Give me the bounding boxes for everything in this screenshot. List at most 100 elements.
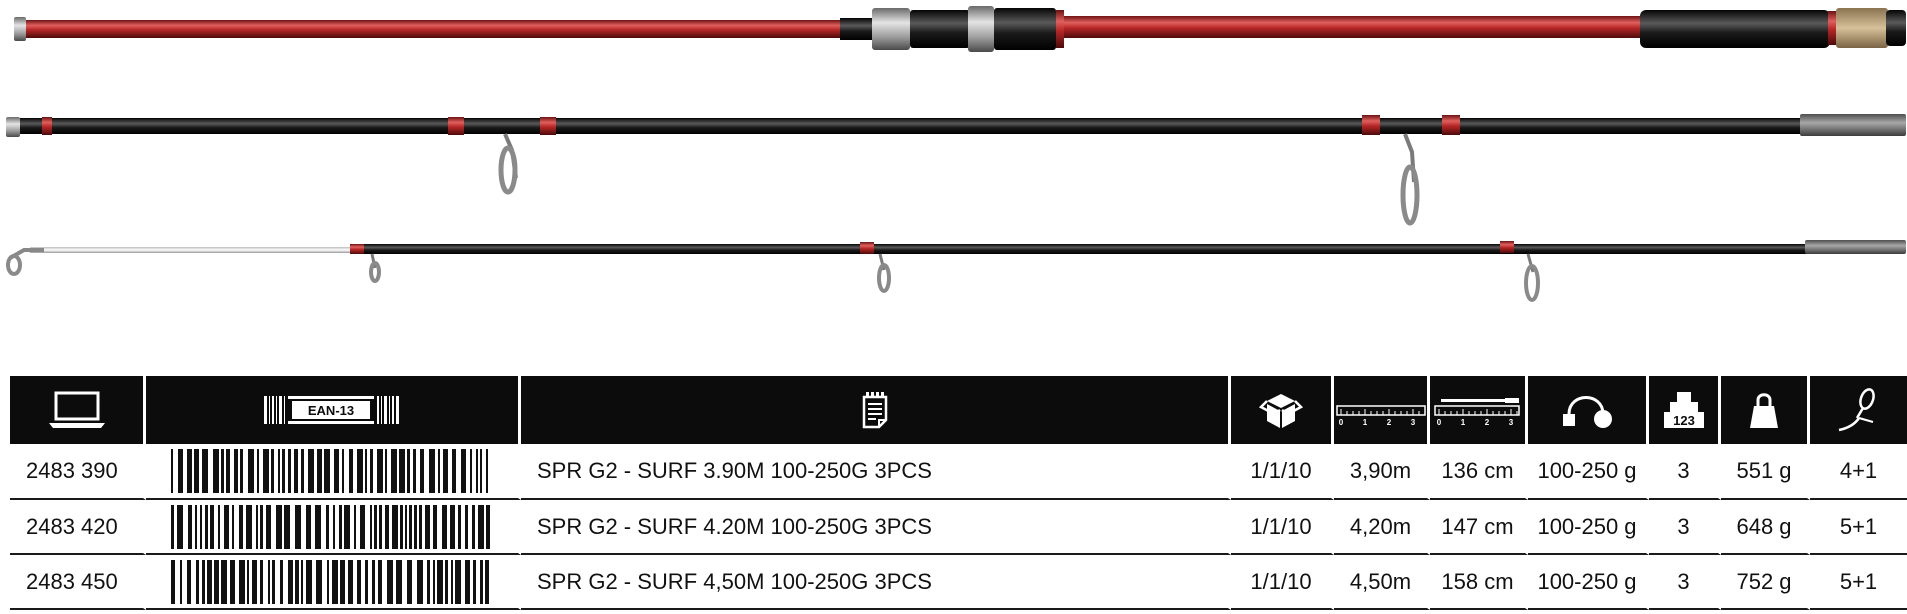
length-value: 4,50m xyxy=(1334,555,1430,610)
barcode-bar xyxy=(377,449,383,493)
barcode-bar xyxy=(452,449,456,493)
barcode-bar xyxy=(252,559,257,604)
barcode-bar xyxy=(339,504,342,549)
barcode-bar xyxy=(429,449,435,493)
barcode-bar xyxy=(326,504,329,549)
barcode-bar xyxy=(340,559,345,604)
barcode-bar xyxy=(188,504,192,549)
article-code: 2483 420 xyxy=(10,500,146,555)
header-casting-weight xyxy=(1528,376,1649,444)
barcode-bar xyxy=(301,559,303,604)
barcode-bar xyxy=(232,504,234,549)
transport-length-value: 158 cm xyxy=(1430,555,1528,610)
sections-icon: 123 xyxy=(1663,392,1704,428)
barcode-bar xyxy=(324,449,330,493)
barcode-bar xyxy=(370,504,372,549)
barcode-bar xyxy=(465,559,470,604)
barcode-bar xyxy=(257,449,259,493)
sections-value: 3 xyxy=(1649,444,1721,500)
barcode-bar xyxy=(360,504,365,549)
header-rod-weight xyxy=(1721,376,1810,444)
ean-barcode xyxy=(171,504,490,549)
article-code: 2483 390 xyxy=(10,444,146,500)
barcode-bar xyxy=(333,504,335,549)
ean-barcode-cell xyxy=(146,444,521,500)
barcode-bar xyxy=(207,559,212,604)
barcode-bar xyxy=(407,449,410,493)
barcode-bar xyxy=(399,449,405,493)
packaging-value: 1/1/10 xyxy=(1231,444,1334,500)
barcode-bar xyxy=(417,559,423,604)
transport-length-ruler-icon: 0 1 2 3 xyxy=(1433,398,1520,427)
transport-tick-3: 3 xyxy=(1508,418,1513,427)
product-description: SPR G2 - SURF 3.90M 100-250G 3PCS xyxy=(521,444,1231,500)
barcode-bar xyxy=(354,504,356,549)
article-code: 2483 450 xyxy=(10,555,146,610)
barcode-bar xyxy=(443,449,448,493)
barcode-bar xyxy=(282,449,285,493)
barcode-bar xyxy=(178,449,183,493)
barcode-bar xyxy=(405,504,407,549)
barcode-bar xyxy=(195,504,197,549)
barcode-bar xyxy=(370,449,373,493)
barcode-bar xyxy=(425,504,430,549)
barcode-bar xyxy=(205,504,208,549)
barcode-bar xyxy=(419,504,422,549)
header-sections: 123 xyxy=(1649,376,1721,444)
barcode-bar xyxy=(442,504,447,549)
barcode-bar xyxy=(230,559,235,604)
barcode-bar xyxy=(486,504,490,549)
rings-icon xyxy=(1838,388,1875,432)
barcode-bar xyxy=(407,559,412,604)
barcode-bar xyxy=(433,559,435,604)
barcode-bar xyxy=(476,449,478,493)
product-description: SPR G2 - SURF 4,50M 100-250G 3PCS xyxy=(521,555,1231,610)
length-tick-0: 0 xyxy=(1338,418,1343,427)
computer-icon xyxy=(48,391,105,428)
barcode-bar xyxy=(272,559,275,604)
header-packaging xyxy=(1231,376,1334,444)
barcode-bar xyxy=(480,449,482,493)
barcode-bar xyxy=(461,449,466,493)
barcode-bar xyxy=(315,504,321,549)
barcode-bar xyxy=(348,559,353,604)
barcode-bar xyxy=(221,449,224,493)
length-tick-3: 3 xyxy=(1410,418,1415,427)
header-ean: EAN-13 xyxy=(146,376,521,444)
barcode-bar xyxy=(445,559,448,604)
barcode-bar xyxy=(438,449,440,493)
barcode-bar xyxy=(171,449,173,493)
barcode-bar xyxy=(486,449,488,493)
ean-label: EAN-13 xyxy=(308,403,354,418)
barcode-bar xyxy=(387,559,393,604)
table-header-row: EAN-13 xyxy=(10,376,1907,444)
barcode-bar xyxy=(187,559,191,604)
barcode-bar xyxy=(276,504,282,549)
barcode-bar xyxy=(413,449,416,493)
rod-tip-section xyxy=(6,240,1906,302)
barcode-bar xyxy=(171,504,174,549)
header-length: 0 1 2 3 xyxy=(1334,376,1430,444)
barcode-bar xyxy=(177,504,183,549)
length-tick-1: 1 xyxy=(1362,418,1367,427)
barcode-bar xyxy=(187,449,192,493)
barcode-bar xyxy=(295,504,301,549)
casting-weight-value: 100-250 g xyxy=(1528,555,1649,610)
table-row: 2483 420 SPR G2 - SURF 4.20M 100-250G 3P… xyxy=(10,500,1907,555)
ean-barcode xyxy=(171,559,489,604)
barcode-bar xyxy=(214,559,219,604)
barcode-bar xyxy=(301,449,304,493)
barcode-bar xyxy=(266,504,271,549)
barcode-bar xyxy=(344,504,350,549)
transport-length-value: 136 cm xyxy=(1430,444,1528,500)
casting-weight-value: 100-250 g xyxy=(1528,500,1649,555)
barcode-bar xyxy=(239,559,245,604)
barcode-bar xyxy=(317,449,322,493)
barcode-bar xyxy=(280,559,283,604)
barcode-bar xyxy=(240,449,243,493)
barcode-bar xyxy=(455,559,461,604)
barcode-bar xyxy=(342,449,344,493)
barcode-bar xyxy=(365,559,368,604)
barcode-bar xyxy=(284,504,290,549)
barcode-bar xyxy=(221,559,227,604)
